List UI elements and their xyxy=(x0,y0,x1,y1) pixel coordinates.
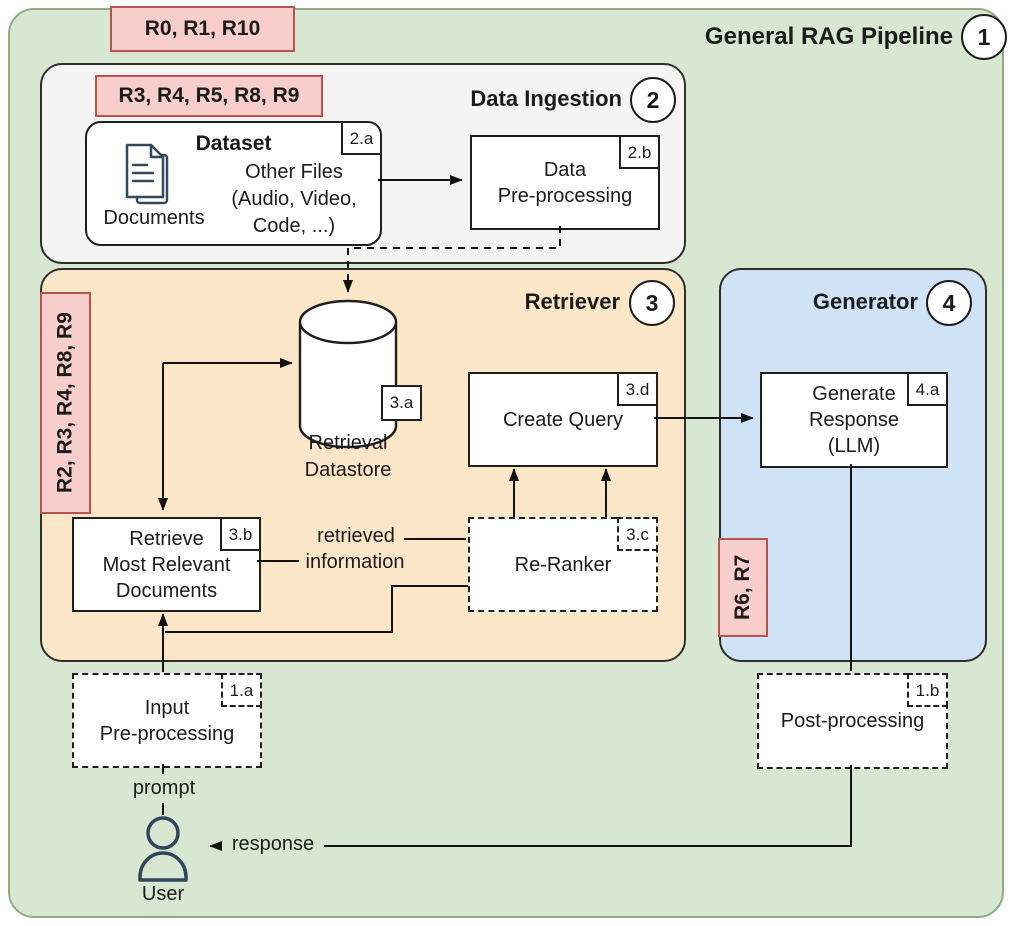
node-text: Input xyxy=(144,696,190,719)
page-title: General RAG Pipeline xyxy=(704,23,953,50)
node-text: Data xyxy=(543,158,587,181)
generate-response-node: 4.a Generate Response (LLM) xyxy=(760,372,948,468)
input-preprocessing-node: 1.a Input Pre-processing xyxy=(72,673,262,768)
node-tag-2a: 2.a xyxy=(341,121,382,155)
node-tag-3a: 3.a xyxy=(381,385,422,421)
node-text: Re-Ranker xyxy=(514,553,612,576)
node-text: Pre-processing xyxy=(497,184,633,207)
retrieval-datastore-cylinder xyxy=(298,299,398,449)
node-text: (LLM) xyxy=(827,435,881,457)
node-text: Response xyxy=(808,409,900,431)
retrieve-documents-node: 3.b Retrieve Most Relevant Documents xyxy=(72,517,261,612)
node-text: Post-processing xyxy=(780,710,925,732)
edge-label-retrieved: retrieved xyxy=(317,525,395,547)
node-text: Documents xyxy=(115,579,218,602)
node-tag-3d: 3.d xyxy=(617,372,658,406)
data-preprocessing-node: 2.b Data Pre-processing xyxy=(470,135,660,230)
other-files-line: (Audio, Video, xyxy=(231,188,357,210)
retriever-number-badge: 3 xyxy=(629,280,675,326)
node-text: Create Query xyxy=(502,408,624,431)
edge-label-information: information xyxy=(305,551,405,573)
create-query-node: 3.d Create Query xyxy=(468,372,658,467)
generator-number-badge: 4 xyxy=(926,280,972,326)
node-text: Retrieve xyxy=(129,527,204,550)
risk-label-ingestion: R3, R4, R5, R8, R9 xyxy=(95,75,323,117)
node-text: Pre-processing xyxy=(99,722,235,745)
user-icon xyxy=(138,816,188,882)
re-ranker-node: 3.c Re-Ranker xyxy=(468,517,658,612)
risk-label-retriever: R2, R3, R4, R8, R9 xyxy=(40,292,91,514)
pipeline-number-badge: 1 xyxy=(961,14,1007,60)
risk-label-generator: R6, R7 xyxy=(718,538,768,637)
data-ingestion-title: Data Ingestion xyxy=(470,86,622,111)
node-tag-1a: 1.a xyxy=(221,673,262,707)
node-tag-1b: 1.b xyxy=(907,673,948,707)
retriever-title: Retriever xyxy=(524,289,620,314)
risk-label-pipeline: R0, R1, R10 xyxy=(110,6,295,52)
edge-label-response: response xyxy=(231,833,315,855)
generator-title: Generator xyxy=(812,289,918,314)
node-tag-4a: 4.a xyxy=(907,372,948,406)
dataset-node: 2.a Dataset Documents Other Files (Audio… xyxy=(85,121,382,246)
user-label: User xyxy=(141,883,185,905)
other-files-text: Other Files (Audio, Video, Code, ...) xyxy=(215,159,373,240)
node-tag-3b: 3.b xyxy=(220,517,261,551)
documents-caption: Documents xyxy=(103,207,205,229)
other-files-line: Code, ...) xyxy=(252,215,336,237)
post-processing-node: 1.b Post-processing xyxy=(757,673,948,769)
node-text: Retrieval xyxy=(308,432,388,454)
node-text: Datastore xyxy=(304,459,392,481)
retrieval-datastore-label: Retrieval Datastore xyxy=(286,430,410,484)
node-tag-3c: 3.c xyxy=(617,517,658,551)
edge-label-prompt: prompt xyxy=(132,777,196,799)
dataset-title: Dataset xyxy=(195,132,272,155)
documents-icon xyxy=(125,143,169,205)
node-text: Most Relevant xyxy=(102,553,231,576)
node-tag-2b: 2.b xyxy=(619,135,660,169)
ingestion-number-badge: 2 xyxy=(630,77,676,123)
other-files-line: Other Files xyxy=(245,161,343,183)
node-text: Generate xyxy=(812,383,896,405)
